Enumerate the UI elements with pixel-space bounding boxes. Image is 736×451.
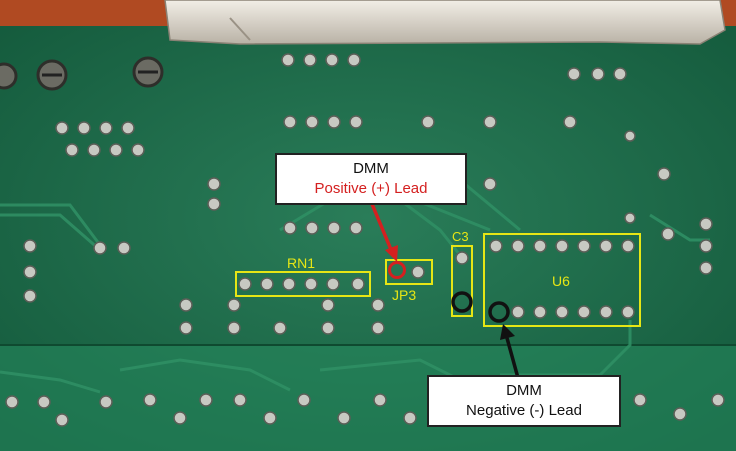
rn1-outline [235, 271, 371, 297]
positive-callout-title: DMM [353, 160, 389, 177]
negative-lead-arrow [500, 324, 520, 379]
connector-notch [229, 17, 251, 41]
positive-lead-callout: DMM Positive (+) Lead [275, 153, 467, 205]
metal-connector [164, 0, 726, 45]
negative-lead-callout: DMM Negative (-) Lead [427, 375, 621, 427]
positive-callout-subtitle: Positive (+) Lead [314, 180, 428, 197]
c3-outline [451, 245, 473, 317]
rn1-label: RN1 [287, 255, 316, 271]
negative-test-point-marker [488, 301, 510, 323]
jp3-label: JP3 [392, 287, 417, 303]
u6-label: U6 [552, 273, 570, 289]
jp3-outline [385, 259, 433, 285]
positive-test-point-marker [388, 261, 406, 279]
u6-outline [483, 233, 641, 327]
screw-holes [0, 56, 164, 91]
c3-label: C3 [452, 229, 469, 244]
negative-callout-title: DMM [506, 382, 542, 399]
c3-negative-pad-marker [451, 291, 473, 313]
positive-lead-arrow [370, 203, 398, 262]
silkscreen-outlines [235, 233, 641, 327]
solder-pads [5, 53, 725, 427]
negative-callout-subtitle: Negative (-) Lead [466, 402, 582, 419]
